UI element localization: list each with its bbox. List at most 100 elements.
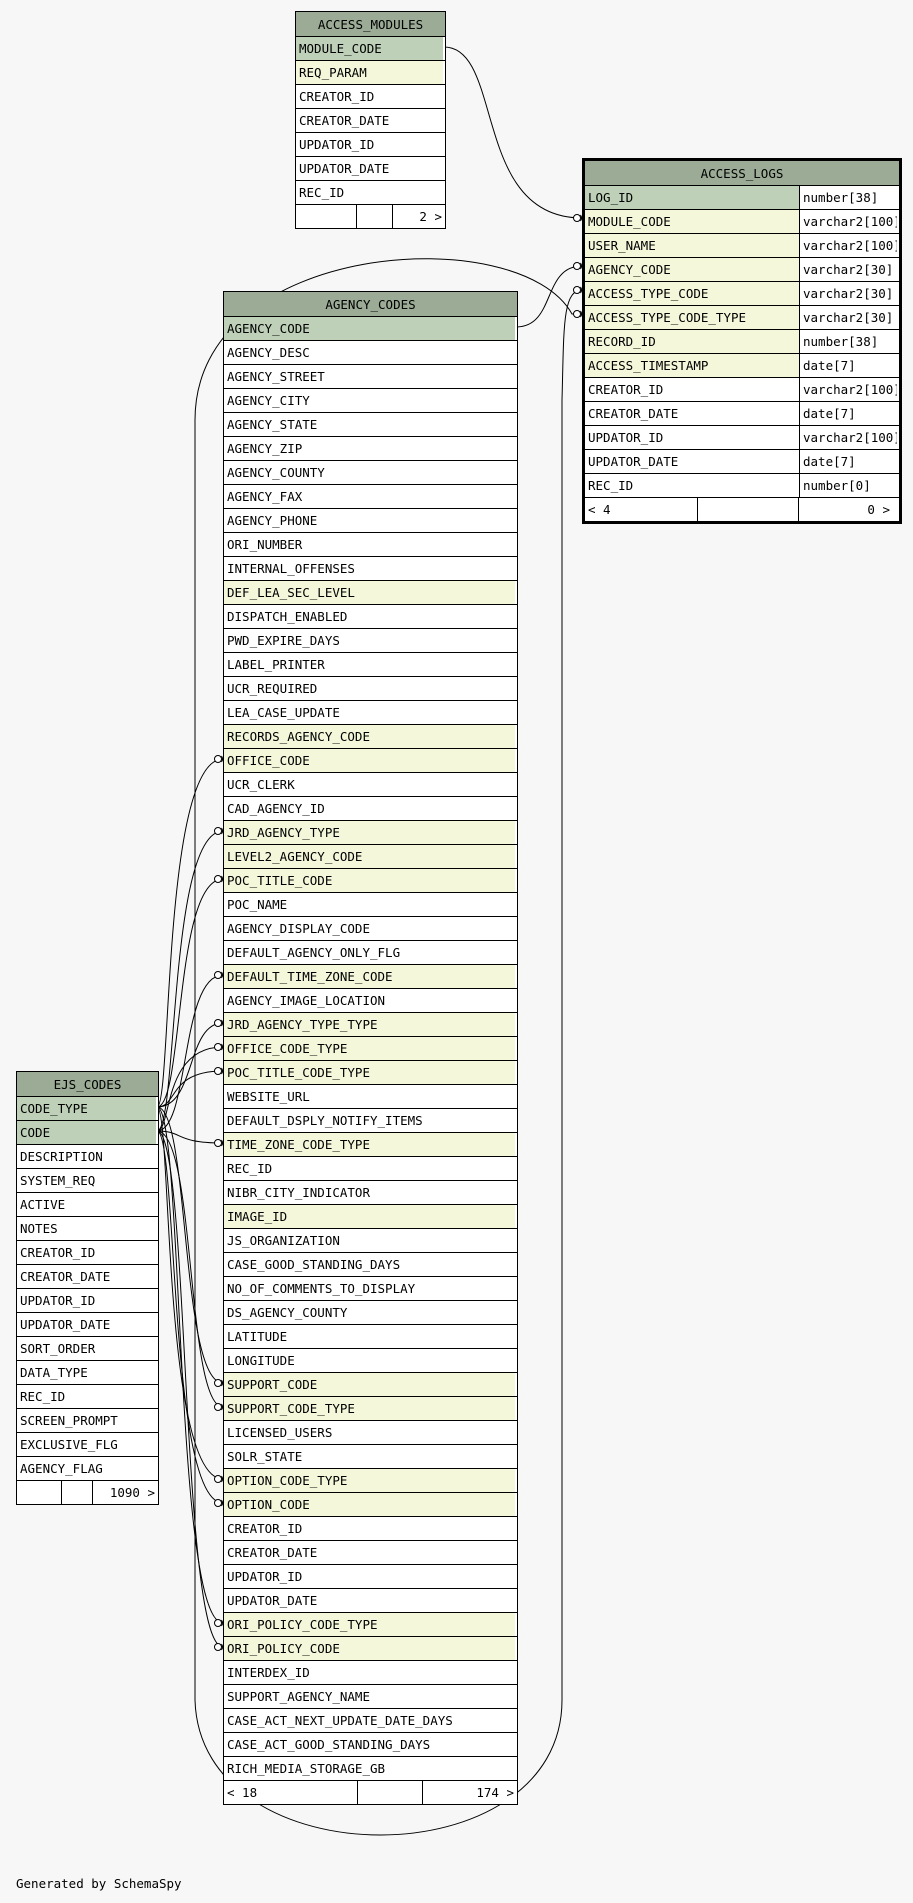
access-modules-column-row[interactable]: REQ_PARAM [296, 60, 445, 84]
agency-codes-column-row[interactable]: LICENSED_USERS [224, 1420, 517, 1444]
agency-codes-column-row[interactable]: AGENCY_DISPLAY_CODE [224, 916, 517, 940]
agency-codes-column-row[interactable]: SUPPORT_CODE_TYPE [224, 1396, 517, 1420]
agency-codes-column-row[interactable]: INTERNAL_OFFENSES [224, 556, 517, 580]
ejs-codes-column-row[interactable]: DESCRIPTION [17, 1144, 158, 1168]
agency-codes-column-row[interactable]: AGENCY_ZIP [224, 436, 517, 460]
access-logs-footer-children-count[interactable]: 0 > [798, 498, 893, 521]
agency-codes-column-row[interactable]: LEA_CASE_UPDATE [224, 700, 517, 724]
ejs-codes-column-row[interactable]: UPDATOR_ID [17, 1288, 158, 1312]
agency-codes-column-row[interactable]: SUPPORT_AGENCY_NAME [224, 1684, 517, 1708]
ejs-codes-column-row[interactable]: ACTIVE [17, 1192, 158, 1216]
access-modules-footer-children-count[interactable]: 2 > [392, 205, 445, 228]
agency-codes-column-row[interactable]: ORI_NUMBER [224, 532, 517, 556]
ejs-codes-footer-children-count[interactable]: 1090 > [92, 1481, 158, 1504]
ejs-codes-column-row[interactable]: CREATOR_ID [17, 1240, 158, 1264]
agency-codes-column-row[interactable]: SUPPORT_CODE [224, 1372, 517, 1396]
ejs-codes-column-row[interactable]: AGENCY_FLAG [17, 1456, 158, 1480]
agency-codes-column-row[interactable]: AGENCY_CODE [224, 316, 517, 340]
agency-codes-column-row[interactable]: UCR_CLERK [224, 772, 517, 796]
access-modules-column-row[interactable]: UPDATOR_ID [296, 132, 445, 156]
agency-codes-column-row[interactable]: RICH_MEDIA_STORAGE_GB [224, 1756, 517, 1780]
agency-codes-column-row[interactable]: AGENCY_STREET [224, 364, 517, 388]
access-modules-column-row[interactable]: REC_ID [296, 180, 445, 204]
ejs-codes-column-row[interactable]: REC_ID [17, 1384, 158, 1408]
agency-codes-column-row[interactable]: AGENCY_PHONE [224, 508, 517, 532]
access-modules-column-row[interactable]: CREATOR_DATE [296, 108, 445, 132]
agency-codes-column-row[interactable]: DEF_LEA_SEC_LEVEL [224, 580, 517, 604]
ejs-codes-footer-parents-count[interactable] [17, 1481, 61, 1504]
access-modules-footer-parents-count[interactable] [296, 205, 356, 228]
agency-codes-column-row[interactable]: DS_AGENCY_COUNTY [224, 1300, 517, 1324]
agency-codes-column-row[interactable]: DEFAULT_DSPLY_NOTIFY_ITEMS [224, 1108, 517, 1132]
agency-codes-column-row[interactable]: NIBR_CITY_INDICATOR [224, 1180, 517, 1204]
agency-codes-column-row[interactable]: LONGITUDE [224, 1348, 517, 1372]
agency-codes-column-row[interactable]: CASE_GOOD_STANDING_DAYS [224, 1252, 517, 1276]
agency-codes-column-row[interactable]: POC_NAME [224, 892, 517, 916]
agency-codes-footer-parents-count[interactable]: < 18 [224, 1781, 357, 1804]
ejs-codes-title[interactable]: EJS_CODES [17, 1072, 158, 1096]
agency-codes-column-row[interactable]: UPDATOR_DATE [224, 1588, 517, 1612]
agency-codes-column-row[interactable]: AGENCY_STATE [224, 412, 517, 436]
ejs-codes-column-row[interactable]: EXCLUSIVE_FLG [17, 1432, 158, 1456]
agency-codes-column-row[interactable]: LABEL_PRINTER [224, 652, 517, 676]
ejs-codes-column-row[interactable]: NOTES [17, 1216, 158, 1240]
agency-codes-column-row[interactable]: AGENCY_IMAGE_LOCATION [224, 988, 517, 1012]
agency-codes-column-row[interactable]: OPTION_CODE_TYPE [224, 1468, 517, 1492]
agency-codes-column-row[interactable]: ORI_POLICY_CODE [224, 1636, 517, 1660]
agency-codes-column-row[interactable]: OPTION_CODE [224, 1492, 517, 1516]
agency-codes-column-row[interactable]: REC_ID [224, 1156, 517, 1180]
agency-codes-column-row[interactable]: IMAGE_ID [224, 1204, 517, 1228]
agency-codes-column-row[interactable]: DEFAULT_AGENCY_ONLY_FLG [224, 940, 517, 964]
agency-codes-column-row[interactable]: AGENCY_DESC [224, 340, 517, 364]
agency-codes-column-row[interactable]: RECORDS_AGENCY_CODE [224, 724, 517, 748]
ejs-codes-column-row[interactable]: DATA_TYPE [17, 1360, 158, 1384]
agency-codes-column-row[interactable]: CREATOR_ID [224, 1516, 517, 1540]
agency-codes-column-row[interactable]: CASE_ACT_NEXT_UPDATE_DATE_DAYS [224, 1708, 517, 1732]
ejs-codes-column-row[interactable]: SCREEN_PROMPT [17, 1408, 158, 1432]
agency-codes-column-row[interactable]: UCR_REQUIRED [224, 676, 517, 700]
agency-codes-column-row[interactable]: INTERDEX_ID [224, 1660, 517, 1684]
agency-codes-column-row[interactable]: WEBSITE_URL [224, 1084, 517, 1108]
agency-codes-column-row[interactable]: DISPATCH_ENABLED [224, 604, 517, 628]
agency-codes-column-row[interactable]: TIME_ZONE_CODE_TYPE [224, 1132, 517, 1156]
ejs-codes-column-row[interactable]: SYSTEM_REQ [17, 1168, 158, 1192]
agency-codes-column-row[interactable]: LATITUDE [224, 1324, 517, 1348]
agency-codes-column-row[interactable]: SOLR_STATE [224, 1444, 517, 1468]
access-modules-column-row[interactable]: UPDATOR_DATE [296, 156, 445, 180]
agency-codes-column-row[interactable]: DEFAULT_TIME_ZONE_CODE [224, 964, 517, 988]
agency-codes-column-row[interactable]: ORI_POLICY_CODE_TYPE [224, 1612, 517, 1636]
access-logs-title[interactable]: ACCESS_LOGS [585, 161, 899, 185]
agency-codes-column-row[interactable]: NO_OF_COMMENTS_TO_DISPLAY [224, 1276, 517, 1300]
agency-codes-column-row[interactable]: AGENCY_CITY [224, 388, 517, 412]
agency-codes-column-row[interactable]: POC_TITLE_CODE [224, 868, 517, 892]
agency-codes-column-row[interactable]: PWD_EXPIRE_DAYS [224, 628, 517, 652]
agency-codes-column-row[interactable]: CREATOR_DATE [224, 1540, 517, 1564]
agency-codes-footer-children-count[interactable]: 174 > [422, 1781, 517, 1804]
agency-codes-column-row[interactable]: UPDATOR_ID [224, 1564, 517, 1588]
access-modules-column-row[interactable]: CREATOR_ID [296, 84, 445, 108]
agency-codes-column-row[interactable]: AGENCY_COUNTY [224, 460, 517, 484]
access-modules-title[interactable]: ACCESS_MODULES [296, 12, 445, 36]
ejs-codes-column-row[interactable]: CREATOR_DATE [17, 1264, 158, 1288]
agency-codes-column-row[interactable]: AGENCY_FAX [224, 484, 517, 508]
agency-codes-column-row[interactable]: CASE_ACT_GOOD_STANDING_DAYS [224, 1732, 517, 1756]
ejs-codes-column-row[interactable]: UPDATOR_DATE [17, 1312, 158, 1336]
ejs-codes-column-row[interactable]: CODE_TYPE [17, 1096, 158, 1120]
agency-codes-title[interactable]: AGENCY_CODES [224, 292, 517, 316]
agency-codes-column-row[interactable]: CAD_AGENCY_ID [224, 796, 517, 820]
agency-codes-column-row[interactable]: OFFICE_CODE [224, 748, 517, 772]
agency-codes-column-row[interactable]: JRD_AGENCY_TYPE [224, 820, 517, 844]
